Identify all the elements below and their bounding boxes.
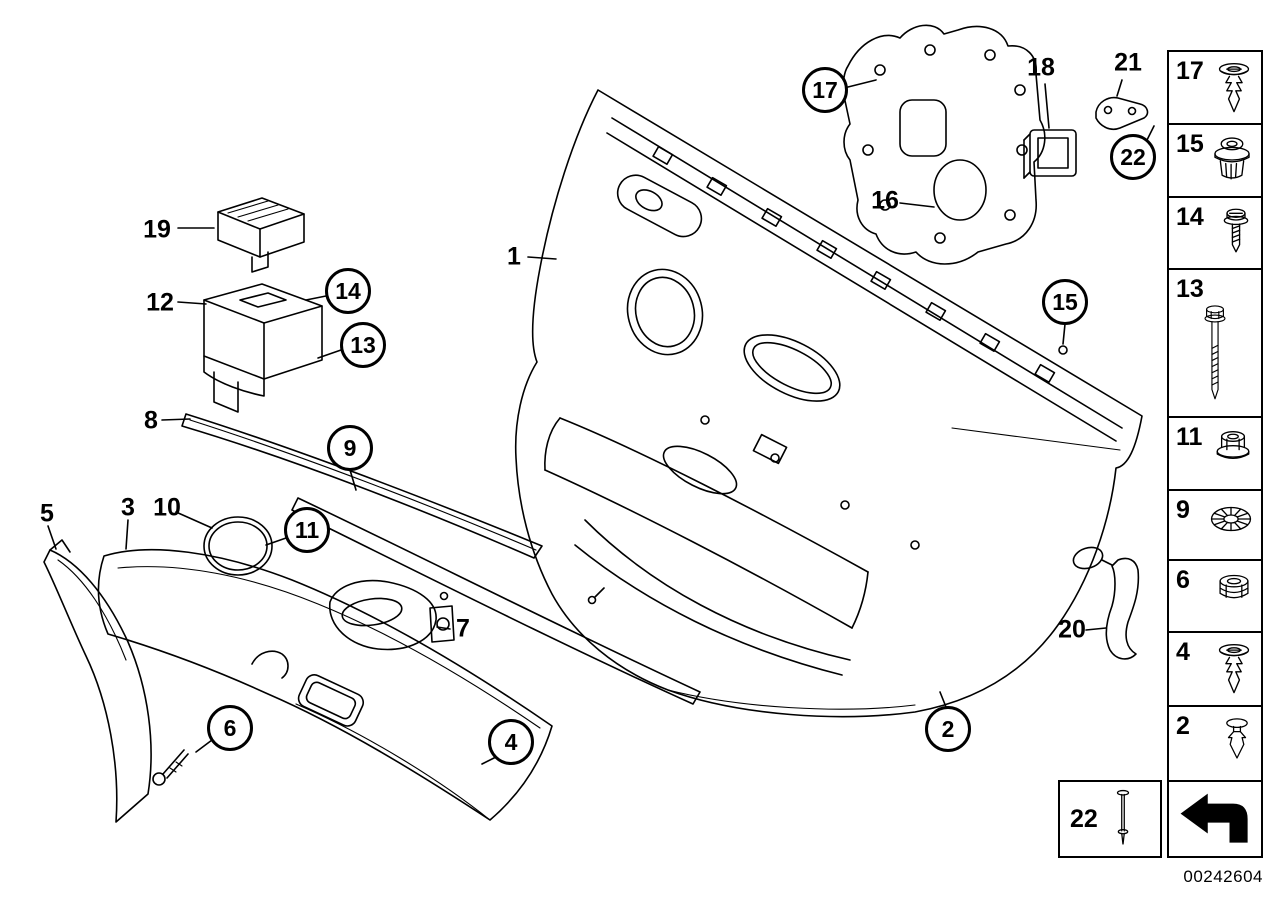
trim-strip <box>181 413 543 559</box>
legend-item-2[interactable]: 2 <box>1167 705 1263 782</box>
callout-16[interactable]: 16 <box>871 186 899 215</box>
legend-item-11[interactable]: 11 <box>1167 416 1263 491</box>
legend-label: 14 <box>1176 203 1204 231</box>
panel-details <box>574 415 1121 710</box>
legend-label: 15 <box>1176 130 1204 158</box>
callout-circled-14[interactable]: 14 <box>325 268 371 314</box>
belt-line-clips <box>652 145 1056 383</box>
callout-circled-6[interactable]: 6 <box>207 705 253 751</box>
bracket-21 <box>1095 96 1149 131</box>
pin-22-label: 22 <box>1070 804 1098 833</box>
armrest <box>97 548 553 821</box>
legend-item-13[interactable]: 13 <box>1167 268 1263 418</box>
small-screw <box>152 749 189 786</box>
callout-1[interactable]: 1 <box>507 242 521 271</box>
callout-circled-2[interactable]: 2 <box>925 706 971 752</box>
trim-ring <box>203 516 273 576</box>
rosette-washer-icon <box>1210 506 1252 532</box>
flange-screw-icon <box>1223 208 1249 253</box>
callout-circled-9[interactable]: 9 <box>327 425 373 471</box>
leader-lines <box>47 79 1155 765</box>
legend-label: 6 <box>1176 566 1190 594</box>
callout-3[interactable]: 3 <box>121 493 135 522</box>
callout-circled-4[interactable]: 4 <box>488 719 534 765</box>
callout-10[interactable]: 10 <box>153 493 181 522</box>
interior-handle <box>329 579 455 651</box>
clip-18 <box>1023 129 1077 179</box>
pin-icon <box>1116 789 1129 845</box>
switch-housing <box>203 283 323 413</box>
callout-21[interactable]: 21 <box>1114 48 1142 77</box>
callout-19[interactable]: 19 <box>143 215 171 244</box>
upper-opening <box>616 174 703 238</box>
window-switch <box>217 197 305 273</box>
expanding-rivet-icon <box>1218 63 1250 113</box>
callout-20[interactable]: 20 <box>1058 615 1086 644</box>
speaker-opening <box>626 268 704 356</box>
legend-item-17[interactable]: 17 <box>1167 50 1263 125</box>
legend-label: 2 <box>1176 712 1190 740</box>
lower-trim-strip <box>291 497 701 705</box>
legend-item-14[interactable]: 14 <box>1167 196 1263 270</box>
legend-label: 4 <box>1176 638 1190 666</box>
expanding-rivet-icon <box>1218 644 1250 694</box>
hex-bolt-icon <box>1204 305 1226 400</box>
direction-arrow-box[interactable] <box>1167 780 1263 858</box>
callout-circled-15[interactable]: 15 <box>1042 279 1088 325</box>
door-trim-panel <box>514 89 1143 718</box>
direction-arrow-icon <box>1180 793 1248 843</box>
trim-clip-icon <box>1226 718 1248 759</box>
callout-12[interactable]: 12 <box>146 288 174 317</box>
lock-nut-icon <box>1219 574 1249 599</box>
handle-cutout <box>743 334 841 402</box>
callout-5[interactable]: 5 <box>40 499 54 528</box>
callout-circled-13[interactable]: 13 <box>340 322 386 368</box>
grommet-icon <box>1214 137 1250 180</box>
callout-circled-17[interactable]: 17 <box>802 67 848 113</box>
armrest-recess <box>544 417 869 629</box>
callout-7[interactable]: 7 <box>456 614 470 643</box>
pin-22-box[interactable]: 22 <box>1058 780 1162 858</box>
callout-18[interactable]: 18 <box>1027 53 1055 82</box>
legend-label: 17 <box>1176 57 1204 85</box>
legend-item-15[interactable]: 15 <box>1167 123 1263 198</box>
legend-label: 13 <box>1176 275 1204 303</box>
flange-nut-icon <box>1216 431 1250 460</box>
bracket-20 <box>1072 546 1140 660</box>
door-pull-trim <box>43 539 152 823</box>
legend-item-6[interactable]: 6 <box>1167 559 1263 633</box>
legend-label: 11 <box>1176 423 1203 451</box>
callout-circled-11[interactable]: 11 <box>284 507 330 553</box>
callout-8[interactable]: 8 <box>144 406 158 435</box>
legend-item-9[interactable]: 9 <box>1167 489 1263 561</box>
carrier-bracket <box>842 24 1046 265</box>
legend-item-4[interactable]: 4 <box>1167 631 1263 707</box>
legend-label: 9 <box>1176 496 1190 524</box>
diagram-id: 00242604 <box>1183 867 1263 886</box>
callout-circled-22[interactable]: 22 <box>1110 134 1156 180</box>
